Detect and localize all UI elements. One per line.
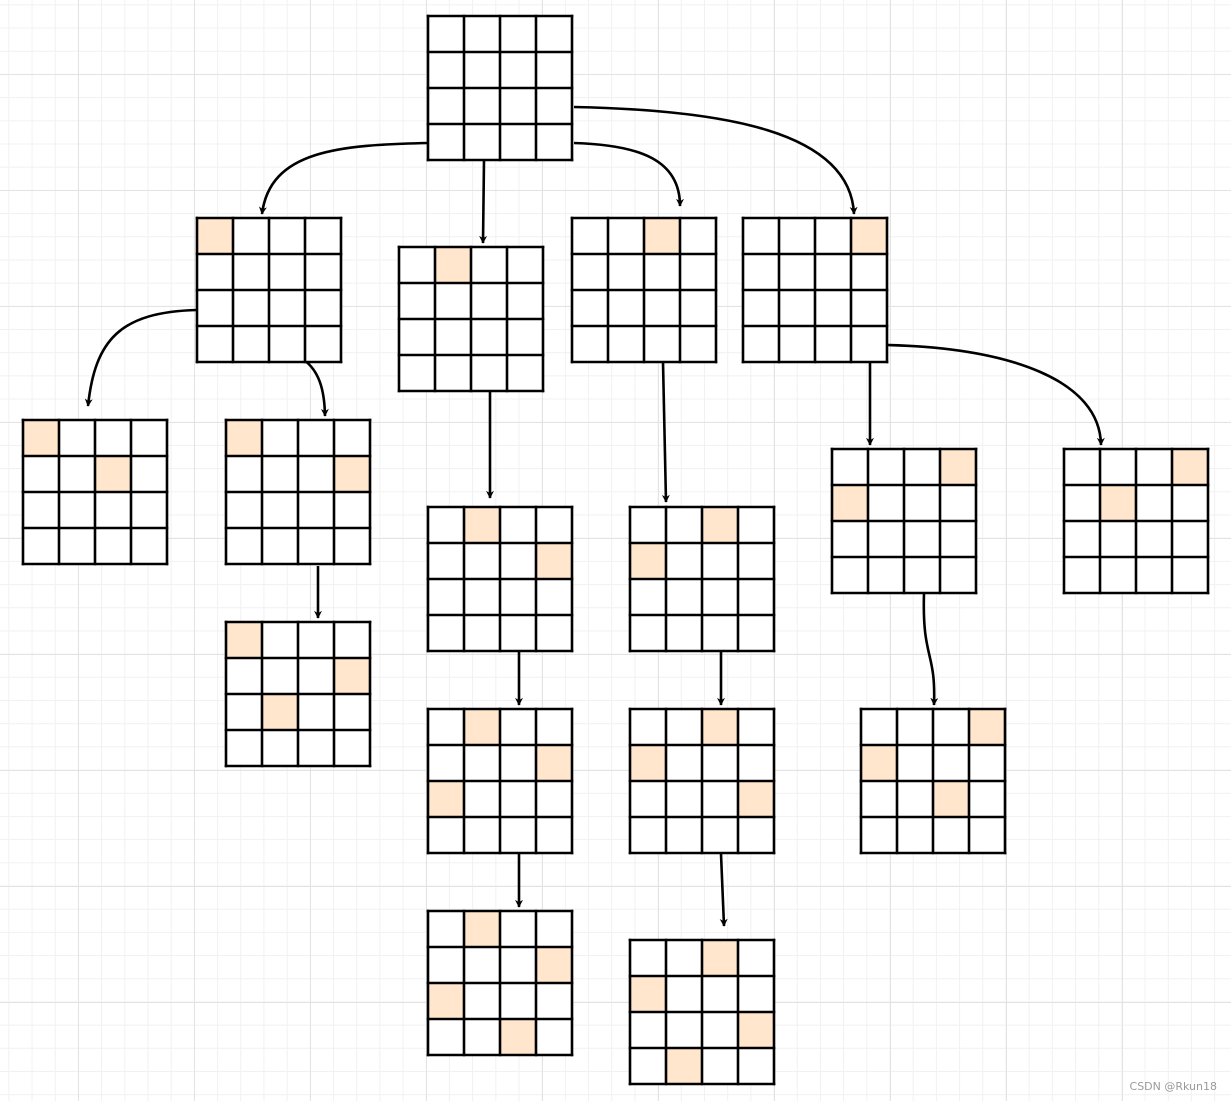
board-b301: [859, 707, 1007, 855]
queen-cell-r2-c1: [262, 694, 298, 730]
board-b20: [628, 505, 776, 653]
edge-b3-to-b31: [886, 343, 1105, 446]
edge-root-to-b3: [573, 105, 858, 215]
queen-cell-r0-c3: [1172, 449, 1208, 485]
queen-cell-r1-c0: [861, 745, 897, 781]
queen-cell-r1-c2: [95, 456, 131, 492]
queen-cell-r0-c3: [940, 449, 976, 485]
edge-b30-to-b301: [922, 592, 939, 706]
board-b10: [426, 505, 574, 653]
queen-cell-r2-c2: [933, 781, 969, 817]
board-b01: [224, 418, 372, 566]
queen-cell-r0-c0: [197, 218, 233, 254]
watermark-text: CSDN @Rkun18: [1129, 1080, 1217, 1093]
queen-cell-r2-c0: [428, 781, 464, 817]
edge-b0-to-b00: [84, 308, 198, 407]
queen-cell-r1-c3: [536, 543, 572, 579]
queen-cell-r1-c0: [630, 543, 666, 579]
queen-cell-r3-c1: [666, 1048, 702, 1084]
queen-cell-r0-c1: [464, 507, 500, 543]
queen-cell-r0-c2: [702, 507, 738, 543]
queen-cell-r1-c1: [1100, 485, 1136, 521]
board-b1: [397, 245, 545, 393]
board-root: [426, 14, 574, 162]
queen-cell-r0-c2: [644, 218, 680, 254]
queen-cell-r1-c3: [334, 658, 370, 694]
queen-cell-r0-c2: [702, 709, 738, 745]
queen-cell-r3-c2: [500, 1019, 536, 1055]
queen-cell-r0-c2: [702, 940, 738, 976]
board-b201: [628, 707, 776, 855]
board-b3: [741, 216, 889, 364]
edge-root-to-b0: [258, 141, 429, 215]
queen-cell-r0-c1: [464, 709, 500, 745]
board-b30: [830, 447, 978, 595]
board-b012: [224, 620, 372, 768]
queen-cell-r1-c3: [536, 745, 572, 781]
queen-cell-r1-c0: [832, 485, 868, 521]
queen-cell-r0-c1: [464, 911, 500, 947]
queen-cell-r2-c0: [428, 983, 464, 1019]
queen-cell-r0-c3: [851, 218, 887, 254]
queen-cell-r1-c3: [536, 947, 572, 983]
queen-cell-r0-c3: [969, 709, 1005, 745]
queen-cell-r0-c0: [23, 420, 59, 456]
queen-cell-r1-c0: [630, 976, 666, 1012]
edge-root-to-b1: [479, 159, 488, 244]
queen-cell-r1-c0: [630, 745, 666, 781]
board-b00: [21, 418, 169, 566]
queen-cell-r2-c3: [738, 781, 774, 817]
queen-cell-r0-c0: [226, 420, 262, 456]
board-b2012: [628, 938, 776, 1086]
board-b101: [426, 707, 574, 855]
queen-cell-r0-c1: [435, 247, 471, 283]
boards-layer: [21, 14, 1210, 1086]
queen-cell-r2-c3: [738, 1012, 774, 1048]
board-b31: [1062, 447, 1210, 595]
board-b1012: [426, 909, 574, 1057]
board-b0: [195, 216, 343, 364]
edge-b2-to-b20: [661, 361, 670, 503]
queen-cell-r1-c3: [334, 456, 370, 492]
queen-cell-r0-c0: [226, 622, 262, 658]
edge-root-to-b2: [573, 141, 684, 207]
edge-b201-to-b2012: [719, 853, 728, 927]
board-b2: [570, 216, 718, 364]
